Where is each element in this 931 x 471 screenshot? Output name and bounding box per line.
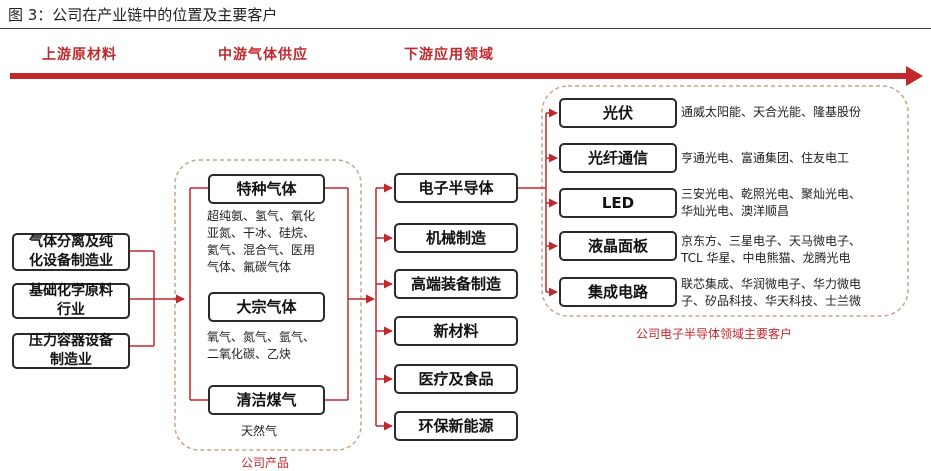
upstream-box-basic-chemicals: 基础化学原料 行业 (12, 283, 130, 319)
title-divider (0, 28, 931, 29)
downstream-box-high-end-equipment: 高端装备制造 (394, 269, 518, 299)
segment-box-lcd-panel: 液晶面板 (559, 231, 677, 261)
upstream-box-label: 气体分离及纯 化设备制造业 (29, 234, 113, 269)
downstream-box-new-materials: 新材料 (394, 316, 518, 346)
product-box-special-gas: 特种气体 (208, 174, 325, 204)
product-examples-special-gas: 超纯氨、氢气、氧化 亚氮、干冰、硅烷、 氦气、混合气、医用 气体、氟碳气体 (207, 209, 316, 274)
product-examples-bulk-gas: 氧气、氮气、氩气、 二氧化碳、乙炔 (207, 330, 316, 361)
downstream-label: 新材料 (433, 321, 479, 340)
segment-connectors (518, 108, 558, 297)
company-products-group (174, 159, 362, 451)
upstream-connectors (130, 250, 185, 347)
upstream-box-label: 基础化学原料 行业 (29, 283, 113, 318)
semiconductor-customers-group (541, 85, 909, 317)
downstream-label: 机械制造 (425, 228, 486, 247)
segment-box-integrated-circuit: 集成电路 (559, 277, 677, 307)
downstream-connectors (375, 183, 393, 431)
downstream-box-medical-food: 医疗及食品 (394, 364, 518, 394)
product-examples-clean-gas: 天然气 (241, 424, 278, 438)
segment-box-photovoltaic: 光伏 (559, 98, 677, 128)
product-box-clean-gas: 清洁煤气 (208, 385, 325, 415)
segment-label: 光伏 (602, 103, 633, 122)
stage-upstream-label: 上游原材料 (42, 47, 117, 63)
upstream-box-pressure-vessels: 压力容器设备 制造业 (12, 333, 130, 369)
segment-label: 集成电路 (587, 282, 648, 301)
downstream-label: 高端装备制造 (410, 274, 501, 293)
product-box-bulk-gas: 大宗气体 (208, 292, 325, 322)
upstream-box-label: 压力容器设备 制造业 (29, 333, 113, 368)
segment-customers-lcd-panel: 京东方、三星电子、天马微电子、 TCL 华星、中电熊猫、龙腾光电 (681, 234, 862, 265)
segment-box-led: LED (559, 188, 677, 218)
product-label: 特种气体 (236, 179, 297, 198)
downstream-box-semiconductor: 电子半导体 (394, 173, 518, 203)
downstream-label: 环保新能源 (418, 416, 494, 435)
upstream-box-gas-separation: 气体分离及纯 化设备制造业 (12, 233, 130, 271)
stage-progress-arrow (10, 66, 923, 86)
product-label: 清洁煤气 (236, 390, 297, 409)
downstream-label: 电子半导体 (418, 178, 494, 197)
segment-label: LED (601, 193, 635, 212)
figure-title: 图 3：公司在产业链中的位置及主要客户 (8, 6, 278, 24)
products-bracket (189, 187, 375, 401)
segment-label: 液晶面板 (587, 236, 648, 255)
downstream-box-green-energy: 环保新能源 (394, 411, 518, 441)
segment-box-optical-communication: 光纤通信 (559, 143, 677, 173)
segment-customers-photovoltaic: 通威太阳能、天合光能、隆基股份 (681, 105, 862, 119)
stage-downstream-label: 下游应用领域 (404, 47, 494, 63)
segment-label: 光纤通信 (587, 148, 648, 167)
downstream-box-machinery: 机械制造 (394, 223, 518, 253)
segment-customers-integrated-circuit: 联芯集成、华润微电子、华力微电 子、矽品科技、华天科技、士兰微 (681, 277, 862, 308)
product-label: 大宗气体 (236, 297, 297, 316)
stage-midstream-label: 中游气体供应 (218, 47, 308, 63)
segment-customers-led: 三安光电、乾照光电、聚灿光电、 华灿光电、澳洋顺昌 (681, 187, 862, 218)
segment-customers-optical-communication: 亨通光电、富通集团、住友电工 (681, 151, 850, 165)
semiconductor-customers-caption: 公司电子半导体领域主要客户 (636, 327, 793, 341)
downstream-label: 医疗及食品 (418, 369, 494, 388)
company-products-caption: 公司产品 (241, 456, 290, 470)
